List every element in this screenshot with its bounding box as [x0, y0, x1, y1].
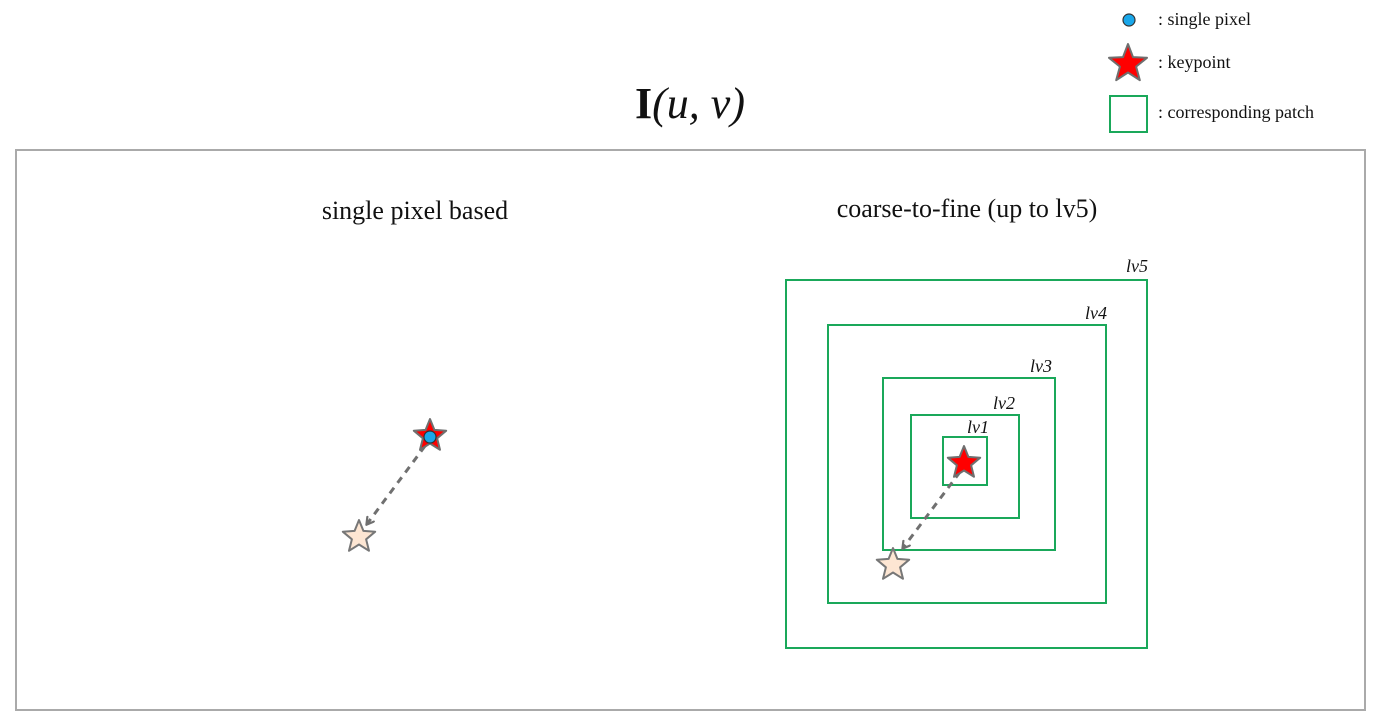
right-panel-title: coarse-to-fine (up to lv5): [837, 194, 1098, 223]
title-args: (u, v): [652, 79, 745, 128]
title-bold-part: I: [635, 79, 652, 128]
left-panel: [341, 418, 448, 552]
level-label-lv3: lv3: [1030, 356, 1052, 376]
level-label-lv4: lv4: [1085, 303, 1107, 323]
main-title: I(u, v): [635, 79, 745, 128]
patch-lv2: [910, 414, 1020, 519]
left-target-star-icon: [341, 519, 377, 552]
patch-lv1: [942, 436, 988, 486]
single-pixel-legend-icon: [1122, 13, 1136, 27]
legend: : single pixel : keypoint : correspondin…: [1108, 9, 1314, 133]
left-panel-title: single pixel based: [322, 196, 508, 225]
right-match-arrow: [903, 471, 962, 548]
patch-lv5: [785, 279, 1148, 649]
level-label-lv5: lv5: [1126, 256, 1148, 276]
main-frame: [15, 149, 1366, 711]
level-label-lv1: lv1: [967, 417, 989, 437]
legend-patch-label: : corresponding patch: [1158, 102, 1314, 122]
keypoint-legend-star-icon: [1108, 43, 1148, 82]
level-label-lv2: lv2: [993, 393, 1015, 413]
patch-lv4: [827, 324, 1107, 604]
patch-lv3: [882, 377, 1056, 551]
right-panel: lv5 lv4 lv3 lv2 lv1: [785, 256, 1148, 649]
right-target-star-icon: [875, 547, 911, 580]
single-pixel-dot-icon: [423, 430, 437, 444]
legend-single-pixel-label: : single pixel: [1158, 9, 1251, 29]
patch-legend-icon: [1109, 95, 1148, 133]
legend-keypoint-label: : keypoint: [1158, 52, 1231, 72]
right-keypoint-star-icon: [946, 445, 982, 478]
left-match-arrow: [367, 445, 427, 524]
